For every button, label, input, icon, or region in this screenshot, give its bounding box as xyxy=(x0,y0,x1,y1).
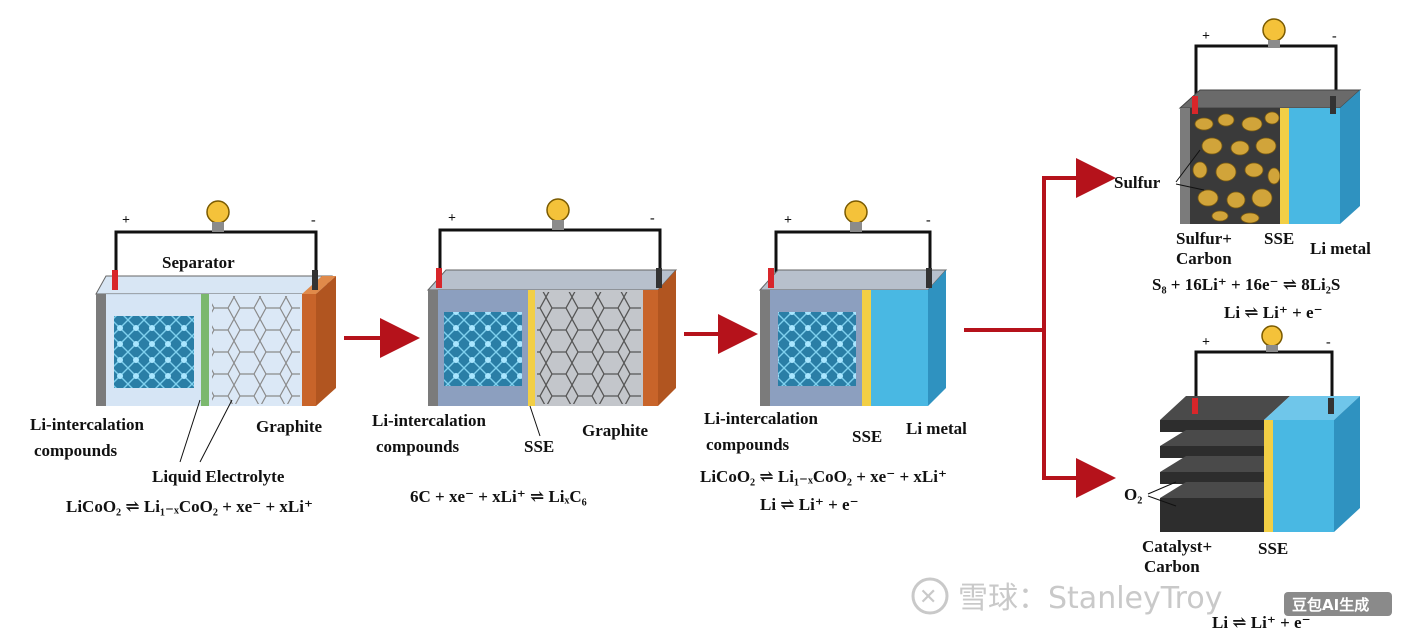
lightbulb-icon xyxy=(206,200,230,232)
lightbulb-icon xyxy=(1261,325,1283,352)
anode-label: Graphite xyxy=(582,421,649,440)
copper-collector xyxy=(643,290,658,406)
negative-terminal-sign: - xyxy=(1326,335,1331,350)
svg-text:✕: ✕ xyxy=(919,585,937,610)
positive-terminal-sign: + xyxy=(122,213,130,228)
reaction-equation: Li ⇌ Li⁺ + e⁻ xyxy=(1212,613,1311,632)
cathode-current-collector xyxy=(96,294,106,406)
external-circuit: + - xyxy=(774,200,932,286)
li-metal-anode xyxy=(871,290,928,406)
cathode-label-line1: Catalyst+ xyxy=(1142,537,1212,556)
intercalation-crystals xyxy=(778,312,856,386)
cathode-label-line2: Carbon xyxy=(1144,557,1200,576)
anode-label: Li metal xyxy=(906,419,967,438)
lightbulb-icon xyxy=(546,198,570,230)
sse-layer xyxy=(862,290,871,406)
positive-terminal-sign: + xyxy=(448,211,456,226)
lightbulb-icon xyxy=(1262,18,1286,48)
electrolyte-label: Liquid Electrolyte xyxy=(152,467,285,486)
cathode-label-line1: Sulfur+ xyxy=(1176,229,1232,248)
separator-label: Separator xyxy=(162,253,235,272)
intercalation-crystals xyxy=(444,312,522,386)
anode-label: Graphite xyxy=(256,417,323,436)
separator-membrane xyxy=(201,294,209,406)
external-circuit: + - xyxy=(114,200,318,292)
watermark: ✕ 雪球：StanleyTroy 豆包AI生成 xyxy=(911,577,1392,616)
sse-layer xyxy=(1264,420,1273,532)
cathode-label-line1: Li-intercalation xyxy=(372,411,486,430)
reaction-equation-2: Li ⇌ Li⁺ + e⁻ xyxy=(1224,303,1323,322)
negative-terminal-sign: - xyxy=(926,213,931,228)
sse-label: SSE xyxy=(524,437,554,456)
cell-4-li-sulfur: + - Sulfur Sulfur+ Carbon xyxy=(1114,18,1371,322)
copper-collector xyxy=(302,294,316,406)
external-circuit: + - xyxy=(1194,18,1338,104)
reaction-equation-2: Li ⇌ Li⁺ + e⁻ xyxy=(760,495,859,514)
cell-3-sse-li-metal: + - Li-intercalation compounds SSE Li me… xyxy=(700,200,967,514)
sulfur-particles xyxy=(1192,111,1281,224)
cathode-label-line2: compounds xyxy=(34,441,118,460)
sse-layer xyxy=(528,290,535,406)
branch-arrows xyxy=(964,158,1116,498)
sse-label: SSE xyxy=(1258,539,1288,558)
sse-layer xyxy=(1280,108,1289,224)
sse-label: SSE xyxy=(852,427,882,446)
external-circuit: + - xyxy=(1194,325,1334,402)
intercalation-crystals xyxy=(114,316,194,388)
cathode-label-line1: Li-intercalation xyxy=(704,409,818,428)
lightbulb-icon xyxy=(844,200,868,232)
positive-terminal-sign: + xyxy=(1202,29,1210,44)
external-circuit: + - xyxy=(438,198,662,286)
reaction-equation: 6C + xe⁻ + xLi⁺ ⇌ LiₓC₆ xyxy=(410,487,587,506)
sse-label: SSE xyxy=(1264,229,1294,248)
cell-1-li-ion-liquid: + - Separator Li-intercalation compounds… xyxy=(30,200,336,516)
negative-terminal-sign: - xyxy=(311,213,316,228)
cell-2-sse-graphite: + - Li-intercalation compounds SSE Graph… xyxy=(372,198,678,506)
anode-label: Li metal xyxy=(1310,239,1371,258)
watermark-text: 雪球：StanleyTroy xyxy=(958,581,1222,616)
reaction-equation-1: LiCoO₂ ⇌ Li₁₋ₓCoO₂ + xe⁻ + xLi⁺ xyxy=(700,467,947,486)
sulfur-side-label: Sulfur xyxy=(1114,173,1161,192)
o2-side-label: O₂ xyxy=(1124,485,1142,504)
reaction-equation: LiCoO₂ ⇌ Li₁₋ₓCoO₂ + xe⁻ + xLi⁺ xyxy=(66,497,313,516)
cathode-label-line2: Carbon xyxy=(1176,249,1232,268)
negative-terminal-sign: - xyxy=(1332,29,1337,44)
positive-terminal-sign: + xyxy=(784,213,792,228)
cathode-label-line2: compounds xyxy=(376,437,460,456)
positive-terminal-sign: + xyxy=(1202,335,1210,350)
reaction-equation-1: S₈ + 16Li⁺ + 16e⁻ ⇌ 8Li₂S xyxy=(1152,275,1340,294)
li-metal-anode xyxy=(1289,108,1340,224)
li-metal-anode xyxy=(1273,420,1334,532)
ai-badge-text: 豆包AI生成 xyxy=(1292,596,1369,614)
cathode-label-line1: Li-intercalation xyxy=(30,415,144,434)
cathode-label-line2: compounds xyxy=(706,435,790,454)
cell-5-li-oxygen: + - O₂ Catalyst+ Carbon SSE xyxy=(1124,325,1360,632)
negative-terminal-sign: - xyxy=(650,211,655,226)
